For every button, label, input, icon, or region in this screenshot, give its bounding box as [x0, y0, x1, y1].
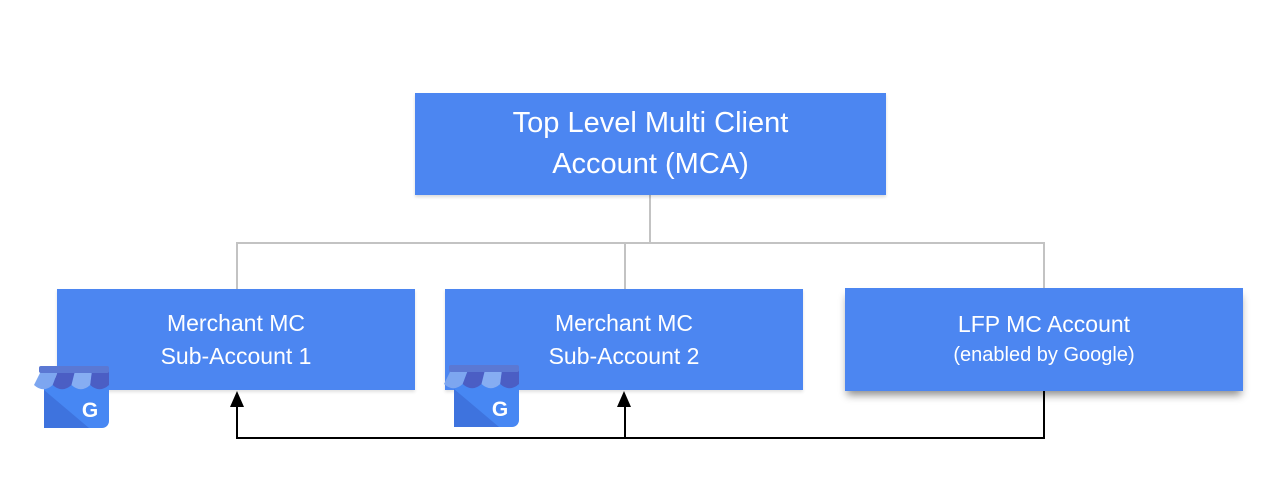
- arrowhead-up-sub1-icon: [230, 391, 244, 407]
- node-label-line1: LFP MC Account: [957, 310, 1131, 337]
- connector-drop-lfp: [1043, 244, 1045, 288]
- node-lfp-mc-account: LFP MC Account (enabled by Google): [845, 288, 1243, 391]
- arrow-line-lfp-down: [1043, 391, 1045, 437]
- g-letter: G: [82, 399, 98, 422]
- arrow-shaft-sub1: [236, 406, 238, 437]
- node-label-line2: Account (MCA): [552, 148, 749, 180]
- connector-drop-sub1: [236, 244, 238, 289]
- google-my-business-icon: G: [34, 366, 109, 428]
- g-letter: G: [492, 398, 508, 421]
- arrowhead-up-sub2-icon: [617, 391, 631, 407]
- node-label-line1: Merchant MC: [166, 309, 306, 336]
- arrow-line-bottom-bar: [236, 437, 1045, 439]
- node-label-line2: Sub-Account 2: [548, 342, 700, 369]
- node-label-line2: Sub-Account 1: [160, 342, 312, 369]
- connector-horizontal-bar: [236, 242, 1045, 244]
- node-top-level-mca: Top Level Multi Client Account (MCA): [415, 93, 886, 195]
- connector-drop-sub2: [624, 244, 626, 289]
- node-label-line1: Top Level Multi Client: [512, 107, 789, 139]
- node-label-line1: Merchant MC: [554, 309, 694, 336]
- arrow-shaft-sub2: [624, 406, 626, 437]
- connector-root-stem: [649, 195, 651, 242]
- google-my-business-icon: G: [444, 365, 519, 427]
- node-label-line2: (enabled by Google): [953, 343, 1135, 366]
- node-merchant-sub-account-1: Merchant MC Sub-Account 1: [57, 289, 415, 390]
